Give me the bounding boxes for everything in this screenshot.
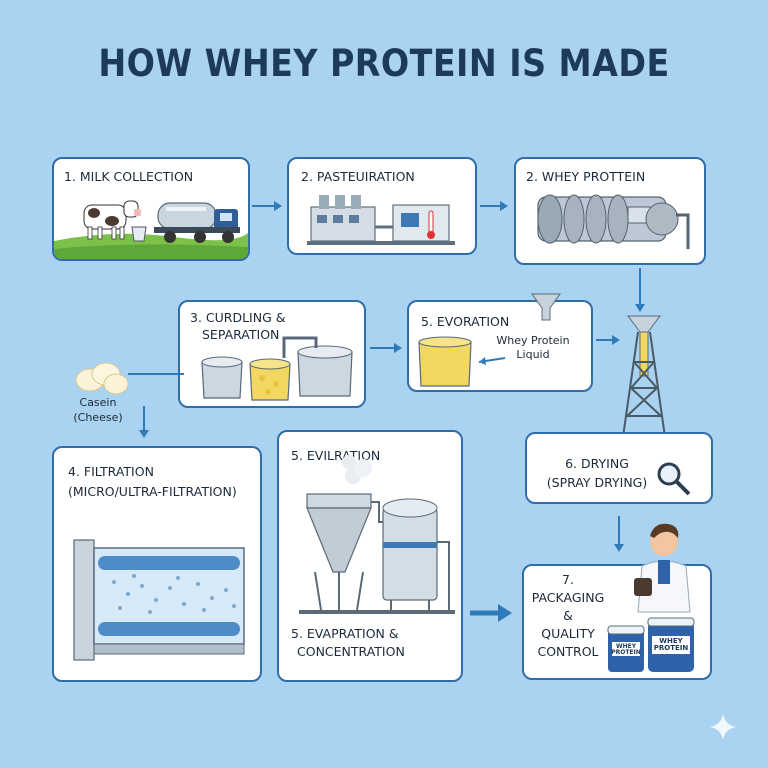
tower-frame-icon <box>618 331 670 445</box>
factory-icon <box>310 195 376 242</box>
filter-membrane-icon <box>73 539 245 661</box>
arrow-casein-to-filtration <box>139 406 149 438</box>
scientist-icon <box>634 523 691 613</box>
vat-left-icon <box>201 356 243 399</box>
magnifier-icon <box>657 462 691 496</box>
label-casein-line2: (Cheese) <box>73 411 123 424</box>
heat-exchanger-icon <box>392 204 450 242</box>
curdling-vats-illustration <box>201 336 353 401</box>
label-whey-liquid-line1: Whey Protein <box>496 334 570 347</box>
label-milk-collection: 1. MILK COLLECTION <box>64 169 194 184</box>
milk-bucket-icon <box>131 226 147 242</box>
card-filtration: 4. FILTRATION (MICRO/ULTRA-FILTRATION) <box>52 446 262 682</box>
card-spray-drying: 6. DRYING (SPRAY DRYING) <box>525 432 713 504</box>
card-evoration: 5. EVORATION Whey Protein Liquid <box>407 300 593 392</box>
label-packaging-line3: & <box>563 608 573 623</box>
label-evoration: 5. EVORATION <box>421 314 510 329</box>
milk-collection-illustration <box>54 200 248 259</box>
protein-tub-large-icon <box>647 617 695 672</box>
arrow-curdling-to-evoration <box>370 343 402 353</box>
card-curdling-separation: 3. CURDLING & SEPARATION <box>178 300 366 408</box>
label-evilration: 5. EVILRATION <box>291 448 381 463</box>
filtration-membrane-illustration <box>73 539 245 661</box>
label-packaging-line5: CONTROL <box>537 644 599 659</box>
steam-icon <box>342 455 372 484</box>
label-evapration-line1: 5. EVAPRATION & <box>291 626 399 641</box>
arrow-drying-to-packaging <box>614 516 624 552</box>
separator-drum-illustration <box>537 194 690 249</box>
cow-icon <box>83 200 141 240</box>
label-drying-line1: 6. DRYING <box>565 456 629 471</box>
arrow-pasteurization-to-whey <box>480 201 508 211</box>
label-pasteurization: 2. PASTEUIRATION <box>301 169 415 184</box>
card-evaporation-concentration: 5. EVILRATION 5. EVAPRATION & CONCENTRAT… <box>277 430 463 682</box>
funnel-icon <box>531 293 561 321</box>
whey-liquid-tank-icon <box>418 336 472 387</box>
protein-tub-small-icon <box>607 625 645 672</box>
tub-label-large: WHEY PROTEIN <box>653 637 689 652</box>
vat-right-icon <box>297 345 353 397</box>
evaporator-cone-icon <box>306 493 372 611</box>
arrow-evaporation-to-packaging <box>470 604 512 622</box>
label-evapration-line2: CONCENTRATION <box>297 644 405 659</box>
card-pasteurization: 2. PASTEUIRATION <box>287 157 477 255</box>
rotary-drum-icon <box>537 194 679 244</box>
label-curdling-line1: 3. CURDLING & <box>190 310 286 325</box>
page-title: HOW WHEY PROTEIN IS MADE <box>98 42 670 85</box>
protein-tubs-illustration <box>607 617 695 672</box>
label-casein-line1: Casein <box>79 396 117 409</box>
label-packaging-line2: PACKAGING <box>531 590 605 605</box>
tub-label-small: WHEY PROTEIN <box>611 643 641 656</box>
arrow-milk-to-pasteurization <box>252 201 282 211</box>
label-whey-liquid-line2: Liquid <box>516 348 550 361</box>
spray-dryer-tower-illustration <box>618 315 670 445</box>
label-packaging-line1: 7. <box>562 572 574 587</box>
milk-truck-icon <box>154 202 240 243</box>
card-whey-protein: 2. WHEY PROTTEIN <box>514 157 706 265</box>
evaporator-illustration <box>299 455 455 614</box>
casein-curds-icon <box>75 362 129 395</box>
label-drying-line2: (SPRAY DRYING) <box>546 475 648 490</box>
label-filtration-line1: 4. FILTRATION <box>68 464 154 479</box>
card-milk-collection: 1. MILK COLLECTION <box>52 157 250 261</box>
label-whey-protein: 2. WHEY PROTTEIN <box>526 169 646 184</box>
scientist-illustration <box>634 523 691 613</box>
label-filtration-line2: (MICRO/ULTRA-FILTRATION) <box>68 484 237 499</box>
curd-vat-icon <box>249 358 291 401</box>
label-packaging-line4: QUALITY <box>541 626 595 641</box>
spray-nozzle-icon <box>627 315 661 333</box>
whey-liquid-illustration <box>418 336 506 387</box>
label-curdling-line2: SEPARATION <box>202 327 280 342</box>
concentration-tank-icon <box>382 498 438 612</box>
sparkle-icon <box>710 714 736 740</box>
pasteurizer-illustration <box>307 195 455 245</box>
